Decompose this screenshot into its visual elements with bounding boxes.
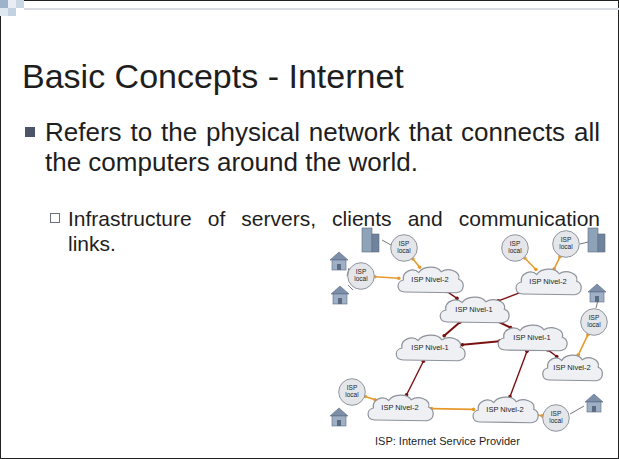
- client-lines: [342, 240, 598, 418]
- top-rule: [24, 8, 619, 10]
- local-isp-node: ISP local: [338, 378, 366, 406]
- network-link: [373, 275, 400, 280]
- local-isp-node: ISP local: [580, 308, 608, 336]
- isp-cloud-node: ISP Nivel-2: [365, 393, 435, 423]
- isp-cloud-node: ISP Nivel-2: [395, 265, 465, 295]
- isp-cloud-node: ISP Nivel-1: [437, 295, 511, 325]
- local-isp-node: ISP local: [501, 234, 529, 262]
- network-link: [523, 256, 538, 271]
- isp-cloud-node: ISP Nivel-1: [393, 333, 467, 363]
- isp-label: ISP local: [342, 385, 362, 399]
- network-link: [577, 333, 590, 357]
- local-isp-node: ISP local: [552, 230, 580, 258]
- slide-title: Basic Concepts - Internet: [22, 56, 404, 96]
- local-isp-node: ISP local: [347, 262, 375, 290]
- isp-cloud-node: ISP Nivel-2: [540, 353, 604, 383]
- network-link: [430, 407, 476, 411]
- isp-label: ISP Nivel-1: [455, 306, 492, 314]
- isp-label: ISP Nivel-2: [529, 278, 566, 286]
- corner-squares: [0, 0, 24, 16]
- network-link: [442, 320, 461, 337]
- isp-label: ISP local: [584, 315, 604, 329]
- isp-label: ISP Nivel-2: [411, 276, 448, 284]
- isp-label: ISP Nivel-1: [411, 344, 448, 352]
- local-isp-node: ISP local: [390, 234, 418, 262]
- bullet-text: Refers to the physical network that conn…: [45, 117, 600, 177]
- bullet-square: [25, 127, 35, 137]
- isp-label: ISP local: [556, 237, 576, 251]
- isp-label: ISP local: [351, 269, 371, 283]
- isp-label: ISP Nivel-1: [513, 334, 550, 342]
- network-link: [363, 395, 376, 402]
- isp-label: ISP local: [394, 241, 414, 255]
- local-isp-node: ISP local: [542, 404, 570, 432]
- network-link: [405, 359, 425, 396]
- client-icons: [330, 228, 606, 426]
- network-link: [552, 255, 561, 271]
- isp-label: ISP local: [546, 411, 566, 425]
- network-link: [508, 350, 529, 399]
- network-link: [411, 257, 421, 269]
- isp-cloud-node: ISP Nivel-2: [513, 267, 583, 297]
- sub-bullet-text: Infrastructure of servers, clients and c…: [68, 206, 600, 256]
- isp-label: ISP Nivel-2: [381, 404, 418, 412]
- sub-bullet-square: [51, 214, 60, 223]
- figure-caption: ISP: Internet Service Provider: [375, 435, 520, 448]
- network-link: [461, 339, 502, 346]
- isp-cloud-node: ISP Nivel-2: [470, 395, 540, 425]
- isp-label: ISP Nivel-2: [486, 406, 523, 414]
- isp-label: ISP Nivel-2: [553, 364, 590, 372]
- isp-cloud-node: ISP Nivel-1: [495, 323, 569, 353]
- isp-label: ISP local: [505, 241, 525, 255]
